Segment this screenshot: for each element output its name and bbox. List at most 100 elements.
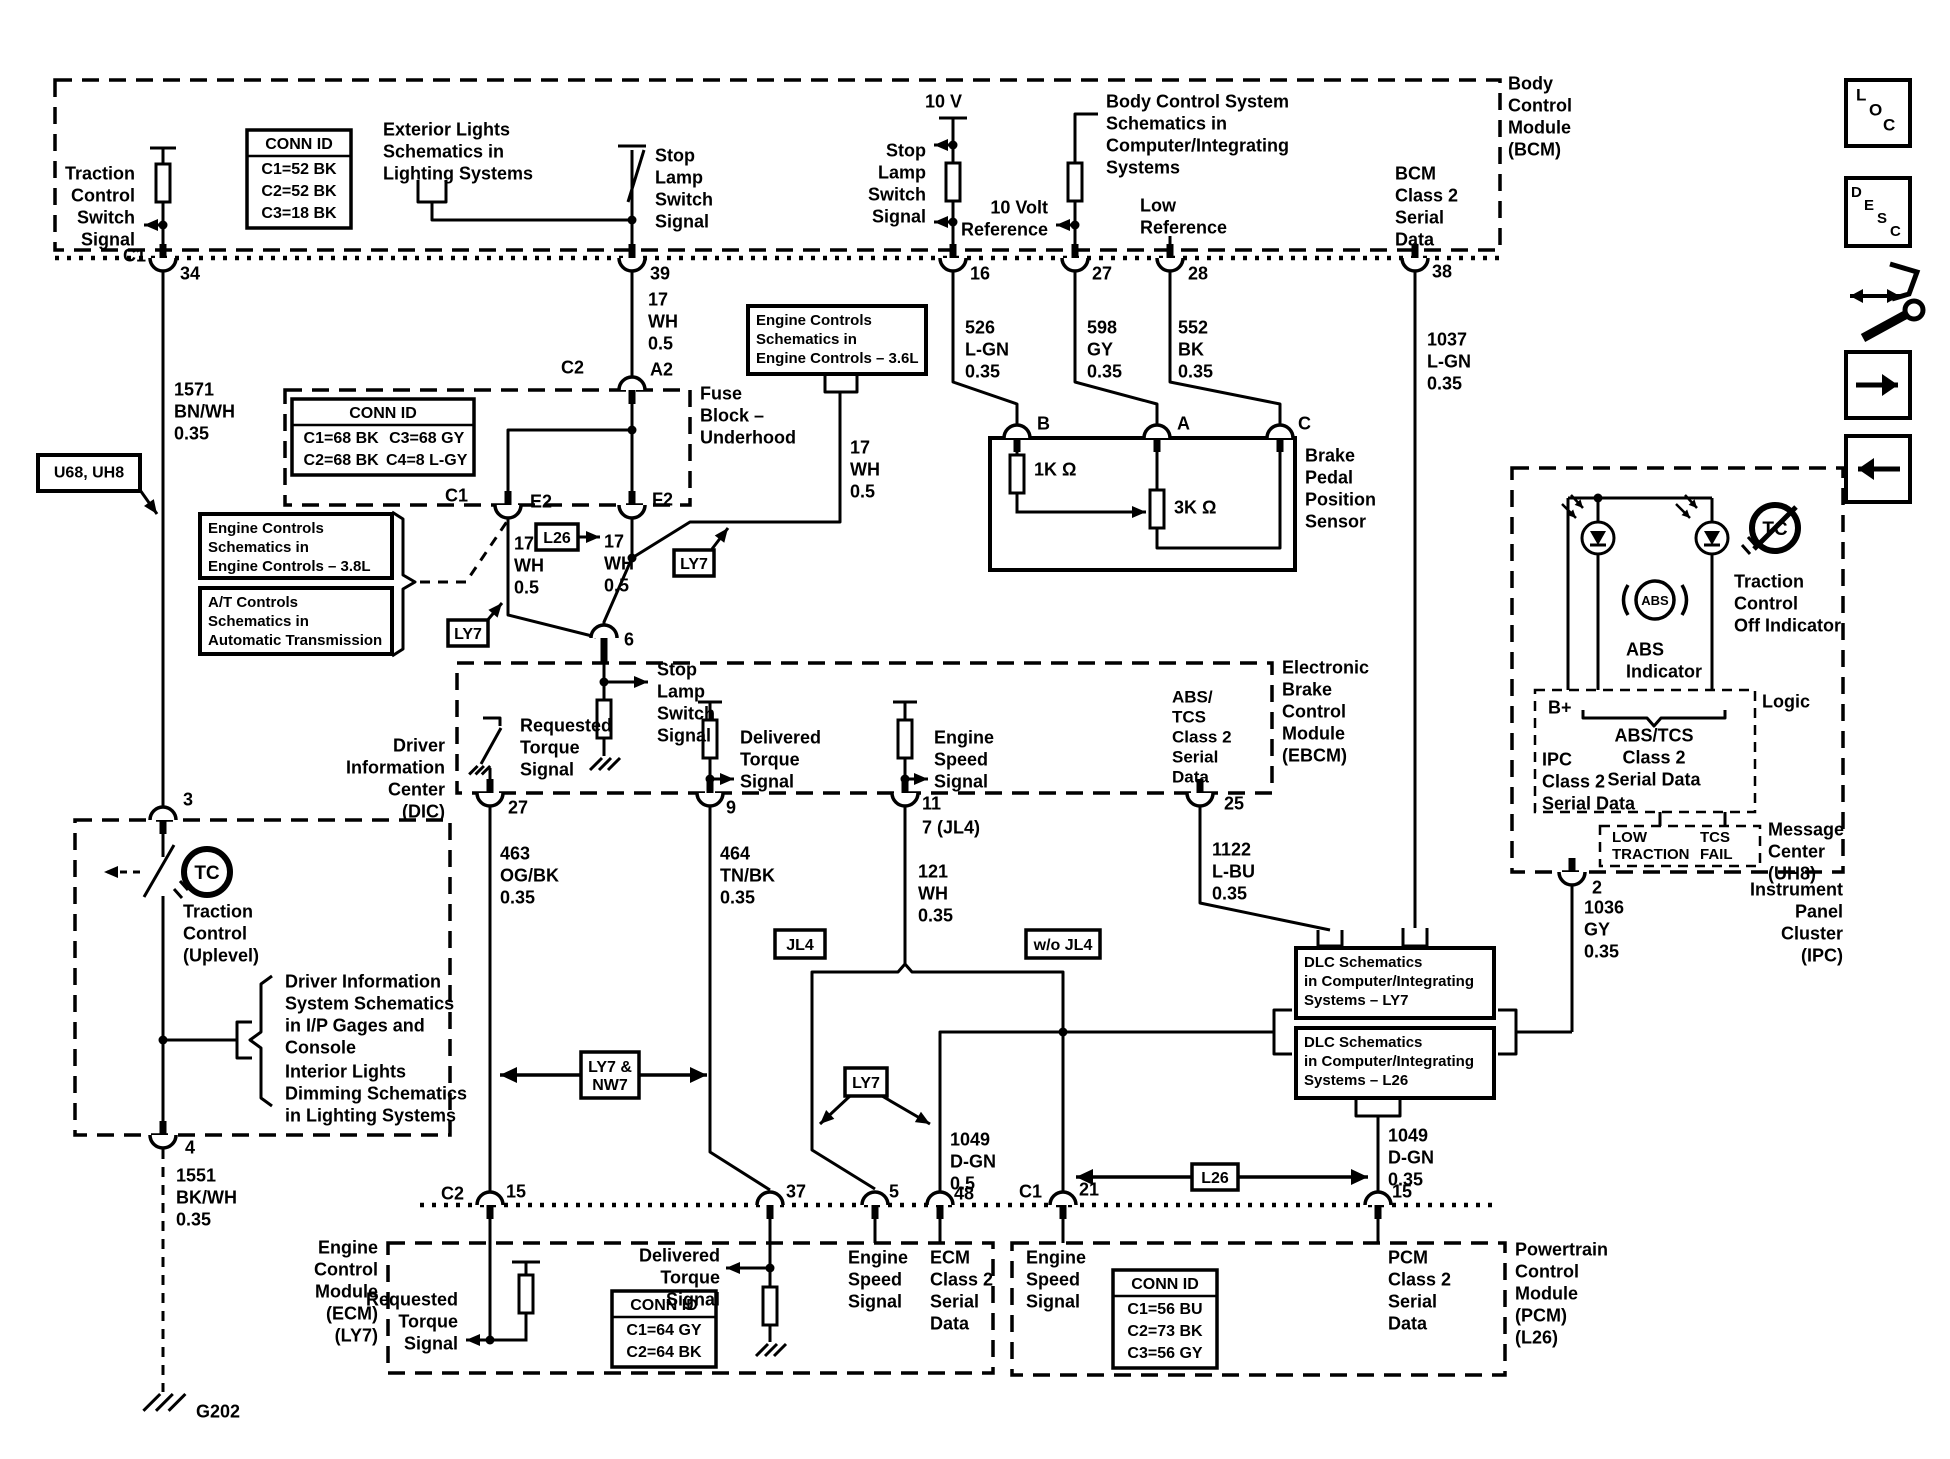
dlc-ly7-ref — [1294, 946, 1496, 1020]
stoplamp-ebcm-label-line-3: Signal — [657, 725, 711, 745]
pin-ecm-37-label: 37 — [786, 1181, 806, 1201]
pin-38 — [1400, 257, 1430, 273]
pin-c — [1265, 423, 1295, 439]
dlc-l26-bottom-bracket — [1354, 1098, 1402, 1118]
wire-1551-label-line-1: BK/WH — [176, 1187, 237, 1207]
pin-28 — [1155, 257, 1185, 273]
ipc-class2-label-line-0: IPC — [1542, 749, 1572, 769]
pin-pcm-15-label: 15 — [1392, 1181, 1412, 1201]
abs-icon-text: ABS — [1641, 593, 1669, 608]
ten-v-label: 10 V — [925, 91, 962, 111]
bpp-3k-resistor — [1148, 488, 1166, 530]
conn-id-bcm-cell-0-0: C1=52 BK — [261, 161, 337, 178]
pin-c1-34 — [148, 257, 178, 273]
abstcs-ebcm-label-line-0: ABS/ — [1172, 687, 1213, 706]
low-ref-label-line-1: Reference — [1140, 217, 1227, 237]
wire-463-label-line-0: 463 — [500, 843, 530, 863]
traction-switch-signal-line-1: Control — [71, 185, 135, 205]
dic-switch-blade — [142, 844, 176, 898]
ebcm-box — [455, 661, 1274, 795]
bcm-label-line-0: Body — [1508, 73, 1553, 93]
pin-dic-4 — [148, 1134, 178, 1150]
ecm-box — [386, 1241, 995, 1375]
ecm-class2-label-line-3: Data — [930, 1313, 970, 1333]
pin-a — [1142, 423, 1172, 439]
wire-598-label-line-0: 598 — [1087, 317, 1117, 337]
pin-ebcm-25 — [1185, 792, 1215, 808]
dlc-l26-text-line-1: in Computer/Integrating — [1304, 1053, 1474, 1070]
tc-off-icon-skid-a — [1740, 544, 1752, 555]
ipc-class2-label-line-1: Class 2 — [1542, 771, 1605, 791]
u68-uh8-label: U68, UH8 — [54, 465, 124, 482]
loc-button[interactable] — [1844, 78, 1912, 148]
dashed-38l-link — [420, 519, 510, 584]
tcs-fail-label-line-0: TCS — [1700, 829, 1730, 846]
junction-dot — [627, 215, 637, 225]
pin-27 — [1060, 257, 1090, 273]
abstcs-ebcm-label-line-1: TCS — [1172, 707, 1206, 726]
bpp-1k-resistor — [1008, 453, 1026, 495]
wire-17-e2-label-line-1: WH — [514, 555, 544, 575]
ec-38l-text-line-2: Engine Controls – 3.8L — [208, 558, 371, 575]
pin-ebcm-27-label: 27 — [508, 797, 528, 817]
pin-27-label: 27 — [1092, 263, 1112, 283]
message-center-label-line-1: Center — [1768, 841, 1825, 861]
wire-17-f2-label-line-1: WH — [604, 553, 634, 573]
junction-dot — [1058, 1027, 1068, 1037]
conn-id-fuse-cell-0-1: C3=68 GY — [389, 430, 464, 447]
tc-off-indicator-lamp-ray-head0 — [1681, 509, 1690, 518]
l26-tag-1 — [534, 522, 580, 552]
conn-id-pcm-cell-1-0: C2=73 BK — [1127, 1323, 1203, 1340]
ly7nw7-span-arrow-head-a — [500, 1067, 517, 1083]
wire-598-label-line-2: 0.35 — [1087, 361, 1122, 381]
ipc-brace — [1581, 710, 1727, 728]
exterior-lights-note-line-2: Lighting Systems — [383, 163, 533, 183]
split-brace — [810, 962, 1065, 984]
wire-1122-label-line-2: 0.35 — [1212, 883, 1247, 903]
wire-1551-label-line-2: 0.35 — [176, 1209, 211, 1229]
req-ebcm-blade — [479, 727, 503, 765]
stoplamp-ebcm-label-line-1: Lamp — [657, 681, 705, 701]
bpp-label-line-2: Position — [1305, 489, 1376, 509]
req-ebcm-ground-tick1 — [474, 764, 485, 776]
desc-button[interactable] — [1844, 176, 1912, 248]
l26-tag-2-label: L26 — [1201, 1170, 1229, 1187]
engine-controls-38l-ref — [198, 512, 394, 580]
tc-off-icon — [1749, 502, 1801, 554]
ly7-nw7-tag — [579, 1050, 641, 1100]
ipc-label-line-2: Cluster — [1781, 923, 1843, 943]
pin-6-label: 6 — [624, 629, 634, 649]
conn-id-fuse-cell-1-0: C2=68 BK — [304, 452, 380, 469]
pcm-class2-label-line-2: Serial — [1388, 1291, 1437, 1311]
req-torque-ebcm-label-line-0: Requested — [520, 715, 612, 735]
dic-box — [73, 818, 452, 1137]
exterior-lights-note-line-1: Schematics in — [383, 141, 504, 161]
tc-off-icon-skid-b — [1746, 536, 1758, 547]
junction-dot — [705, 774, 715, 784]
pcm-class2-label-line-0: PCM — [1388, 1247, 1428, 1267]
ecm-label-line-2: Module — [315, 1281, 378, 1301]
ly7-tag-1 — [446, 618, 490, 648]
wire-1049a-label-line-0: 1049 — [950, 1129, 990, 1149]
junction-dot — [948, 217, 958, 227]
junction-dot — [900, 774, 910, 784]
ly7-tag1-arrow-head — [488, 603, 502, 618]
stoplamp-switch-blade — [626, 149, 646, 203]
bcm-class2-label-line-2: Serial — [1395, 207, 1444, 227]
abs-indicator-label-line-0: ABS — [1626, 639, 1664, 659]
ipc-box — [1510, 466, 1845, 874]
pin-ecm-5 — [860, 1190, 890, 1206]
branch-36l — [631, 392, 842, 560]
abstcs-ipc-label-line-2: Serial Data — [1607, 769, 1701, 789]
res-3k-label: 3K Ω — [1174, 497, 1216, 517]
del-ecm-ground-tick2 — [772, 1342, 788, 1358]
u68-arrow-head — [144, 499, 157, 514]
forward-arrow-icon-head — [1882, 374, 1898, 396]
stoplamp-39-label-line-2: Switch — [655, 189, 713, 209]
g202-ground-tick2 — [167, 1392, 187, 1412]
wire-1036-label-line-2: 0.35 — [1584, 941, 1619, 961]
ecm-class2-label-line-2: Serial — [930, 1291, 979, 1311]
bcs-note-line-3: Systems — [1106, 157, 1180, 177]
tc-off-indicator-lamp-diode — [1704, 531, 1720, 545]
low-traction-label-line-1: TRACTION — [1612, 846, 1690, 863]
